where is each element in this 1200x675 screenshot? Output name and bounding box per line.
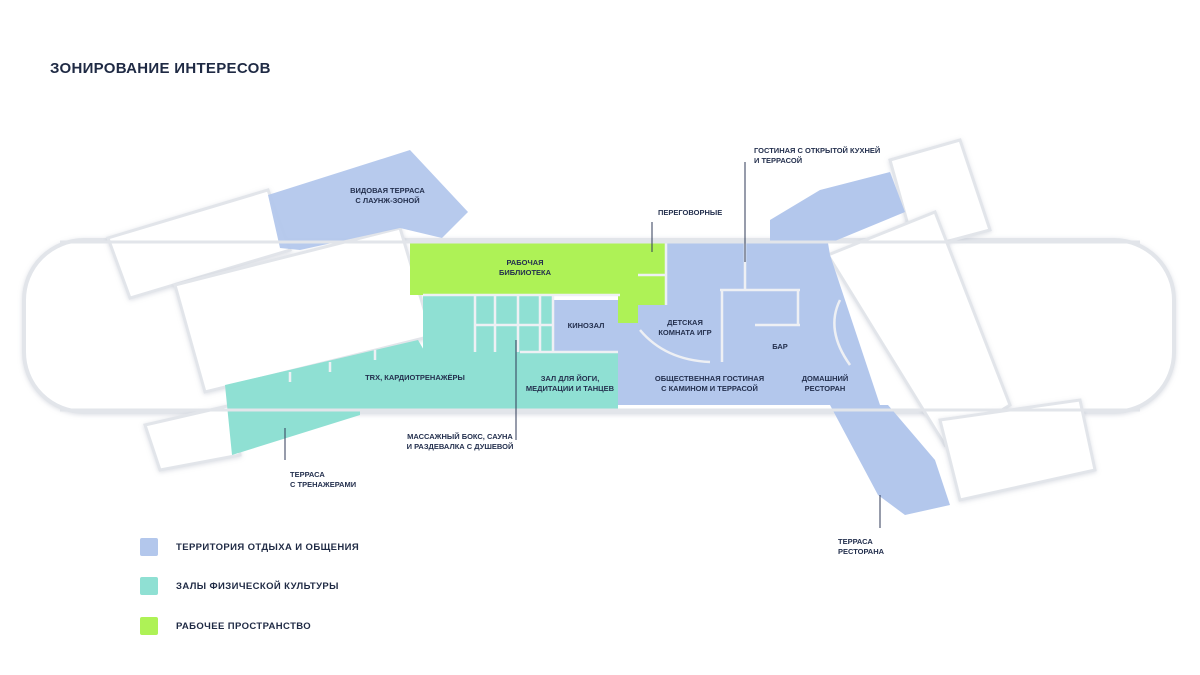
label-massage: МАССАЖНЫЙ БОКС, САУНА И РАЗДЕВАЛКА С ДУШ… [406,432,514,451]
legend-item-work: РАБОЧЕЕ ПРОСТРАНСТВО [140,616,311,636]
building-right-lower [938,398,1097,502]
label-view-terrace: ВИДОВАЯ ТЕРРАСА С ЛАУНЖ-ЗОНОЙ [350,186,425,205]
label-lounge: ОБЩЕСТВЕННАЯ ГОСТИНАЯ С КАМИНОМ И ТЕРРАС… [654,374,765,393]
page-title: ЗОНИРОВАНИЕ ИНТЕРЕСОВ [50,60,271,77]
legend-item-relax: ТЕРРИТОРИЯ ОТДЫХА И ОБЩЕНИЯ [140,537,359,557]
zone-view-terrace [268,150,468,250]
label-restaurant: ДОМАШНИЙ РЕСТОРАН [801,374,849,393]
label-yoga: ЗАЛ ДЛЯ ЙОГИ, МЕДИТАЦИИ И ТАНЦЕВ [525,374,615,393]
label-kids-room: ДЕТСКАЯ КОМНАТА ИГР [658,318,712,337]
zone-restaurant-terrace [830,405,950,515]
legend-swatch-fitness [140,577,158,595]
zone-library [410,243,638,295]
label-trx: TRX, КАРДИОТРЕНАЖЁРЫ [365,373,465,382]
legend-label-work: РАБОЧЕЕ ПРОСТРАНСТВО [176,620,312,632]
zone-cinema [553,300,618,355]
legend-label-relax: ТЕРРИТОРИЯ ОТДЫХА И ОБЩЕНИЯ [176,541,360,553]
label-restaurant-terrace: ТЕРРАСА РЕСТОРАНА [838,537,885,556]
building-lower-left [143,403,242,472]
callout-lines [284,162,881,528]
label-gym-terrace: ТЕРРАСА С ТРЕНАЖЕРАМИ [290,470,357,489]
zone-living-kitchen [770,172,905,243]
legend-swatch-work [140,617,158,635]
label-meeting-rooms: ПЕРЕГОВОРНЫЕ [658,208,723,217]
label-library: РАБОЧАЯ БИБЛИОТЕКА [498,258,552,277]
label-living-kitchen: ГОСТИНАЯ С ОТКРЫТОЙ КУХНЕЙ И ТЕРРАСОЙ [754,146,881,165]
zone-center-lounge [618,243,880,405]
building-left-wing [106,188,292,300]
legend-item-fitness: ЗАЛЫ ФИЗИЧЕСКОЙ КУЛЬТУРЫ [140,576,339,596]
legend-swatch-relax [140,538,158,556]
zone-library-right [618,243,638,323]
legend-label-fitness: ЗАЛЫ ФИЗИЧЕСКОЙ КУЛЬТУРЫ [176,580,339,592]
interior-walls [288,243,852,382]
label-bar: БАР [772,342,788,351]
label-cinema: КИНОЗАЛ [567,321,605,330]
building-right-block [825,210,1012,448]
zone-trx [225,340,520,455]
zone-yoga [520,352,618,410]
